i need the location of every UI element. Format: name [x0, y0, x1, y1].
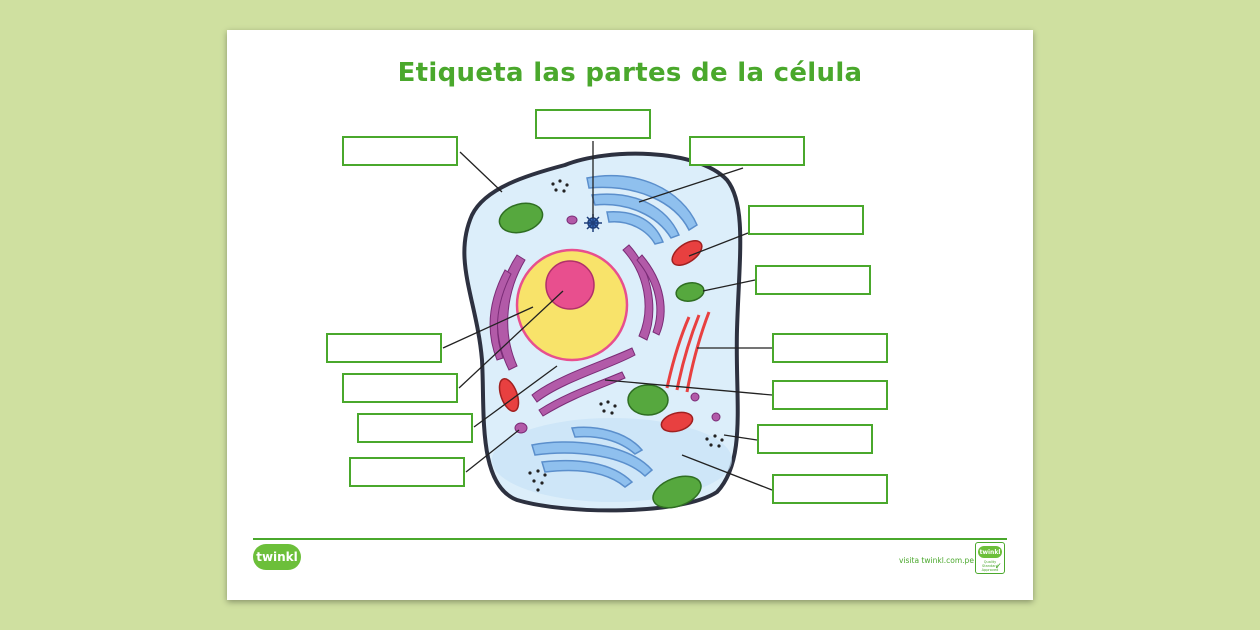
badge-text: Quality Standard Approved: [981, 560, 999, 572]
badge-logo: twinkl: [978, 546, 1002, 558]
mitochondria: [498, 240, 703, 433]
label-box-10[interactable]: [357, 413, 473, 443]
worksheet-page: Etiqueta las partes de la célula: [227, 30, 1033, 600]
animal-cell-diagram: [442, 141, 773, 513]
green-organelles: [498, 202, 705, 509]
nucleolus: [545, 260, 595, 310]
label-box-6[interactable]: [326, 333, 442, 363]
label-box-4[interactable]: [748, 205, 864, 235]
label-box-2[interactable]: [535, 109, 651, 139]
golgi-bottom: [531, 347, 636, 417]
label-box-12[interactable]: [349, 457, 465, 487]
page-title: Etiqueta las partes de la célula: [397, 58, 863, 88]
endoplasmic-reticulum-top: [586, 174, 698, 245]
quality-badge: twinkl Quality Standard Approved ✓: [975, 542, 1005, 574]
twinkl-logo: twinkl: [253, 544, 301, 570]
endoplasmic-reticulum-bottom: [531, 426, 654, 488]
label-box-5[interactable]: [755, 265, 871, 295]
label-box-7[interactable]: [772, 333, 888, 363]
footer-divider: [253, 538, 1007, 540]
label-box-1[interactable]: [342, 136, 458, 166]
golgi-right: [622, 244, 665, 341]
mitochondria-large: [665, 311, 711, 393]
golgi-left: [489, 254, 526, 371]
label-box-11[interactable]: [757, 424, 873, 454]
label-box-9[interactable]: [772, 380, 888, 410]
checkmark-icon: ✓: [994, 562, 1002, 572]
lysosomes: [514, 215, 721, 434]
footer-website: visita twinkl.com.pe: [899, 556, 974, 565]
label-box-3[interactable]: [689, 136, 805, 166]
ribosomes: [528, 179, 724, 492]
label-box-13[interactable]: [772, 474, 888, 504]
leader-lines: [442, 141, 773, 491]
label-box-8[interactable]: [342, 373, 458, 403]
